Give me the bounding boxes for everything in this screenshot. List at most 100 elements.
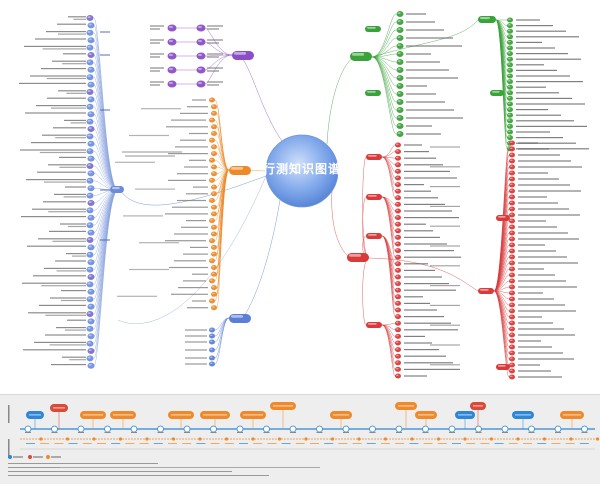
bubble-highlight	[88, 141, 92, 144]
text-line	[30, 75, 86, 77]
text-line	[73, 18, 86, 20]
green-far-node	[507, 135, 513, 141]
node-label-mark	[263, 432, 270, 433]
edge	[493, 290, 510, 378]
pill-text-line	[563, 414, 581, 416]
left-column-node	[87, 214, 95, 221]
text-line	[516, 69, 557, 71]
node-label-mark	[210, 432, 217, 433]
left-column-node	[86, 29, 94, 36]
text-line	[406, 109, 454, 111]
text-line	[51, 107, 86, 109]
text-line	[207, 25, 223, 27]
orange-node	[211, 211, 217, 217]
edge	[93, 47, 119, 191]
text-line	[404, 329, 458, 331]
timeline-orange-dot	[436, 437, 441, 441]
text-line	[177, 173, 208, 175]
bubble-highlight	[88, 201, 92, 204]
bubble-highlight	[209, 98, 213, 101]
text-line	[430, 364, 460, 366]
text-line	[125, 155, 175, 157]
green-far-node	[507, 34, 513, 40]
orange-node	[211, 305, 217, 311]
text-line	[207, 42, 219, 44]
red-far-pill	[496, 364, 510, 370]
text-line	[430, 324, 460, 326]
text-line	[72, 255, 86, 257]
edge	[381, 235, 396, 317]
red-node	[395, 201, 401, 207]
legend-dot	[46, 455, 50, 459]
bubble-highlight	[209, 299, 213, 302]
orange-node	[211, 265, 217, 270]
node-label-mark	[422, 432, 429, 433]
text-line	[404, 302, 430, 304]
text-line	[22, 282, 86, 284]
center-node[interactable]	[265, 134, 339, 208]
orange-node	[209, 117, 215, 123]
bubble-highlight	[509, 363, 513, 366]
red-far-node	[509, 314, 515, 320]
text-line	[100, 54, 110, 56]
text-line	[62, 356, 86, 358]
pill-highlight	[498, 216, 506, 218]
edge-center-leftcolumn	[119, 175, 267, 206]
text-line	[174, 260, 206, 262]
orange-node	[211, 151, 217, 157]
bubble-highlight	[87, 356, 91, 359]
bubble-highlight	[87, 134, 91, 137]
red-sub-pill	[366, 154, 382, 160]
pill-text-line	[113, 414, 133, 416]
red-far-node	[509, 200, 515, 206]
bubble-highlight	[395, 315, 399, 317]
text-line	[59, 156, 86, 158]
text-line	[516, 142, 576, 144]
orange-node	[209, 218, 215, 224]
edge	[93, 39, 119, 191]
orange-node	[211, 131, 217, 136]
orange-node	[211, 104, 217, 110]
text-line	[34, 341, 86, 343]
edge	[495, 19, 508, 150]
sub-item-mark	[537, 443, 547, 444]
red-far-node	[509, 170, 515, 176]
text-line	[66, 92, 86, 94]
bubble-highlight	[507, 68, 511, 71]
pill-text-line	[83, 414, 103, 416]
text-line	[406, 61, 440, 63]
left-column-node	[87, 229, 95, 236]
bubble-highlight	[211, 125, 215, 127]
text-line	[406, 101, 445, 103]
text-line	[67, 319, 86, 321]
timeline-orange-dot	[330, 437, 335, 441]
text-line	[49, 344, 86, 346]
legend-label-mark	[13, 456, 23, 458]
text-line	[60, 223, 86, 225]
left-column-node	[87, 140, 95, 147]
text-line	[55, 260, 86, 262]
timeline-node	[581, 425, 588, 433]
text-line	[207, 70, 219, 72]
sub-item-mark	[210, 443, 220, 444]
red-node	[395, 215, 401, 221]
text-line	[404, 349, 439, 351]
text-line	[39, 151, 86, 154]
bubble-highlight	[209, 158, 213, 161]
pill-highlight	[231, 315, 244, 318]
sub-item-mark	[366, 443, 376, 444]
bubble-highlight	[88, 363, 92, 366]
text-line	[518, 226, 557, 228]
green-node	[396, 67, 404, 73]
orange-node	[211, 231, 217, 237]
bubble-highlight	[395, 156, 399, 159]
text-line	[404, 190, 431, 192]
red-node	[395, 155, 401, 161]
left-column-node	[86, 237, 94, 243]
red-node	[395, 300, 401, 306]
edge	[204, 54, 233, 57]
left-column-node	[87, 333, 95, 340]
edge	[493, 290, 510, 372]
left-column-node	[87, 170, 95, 177]
text-line	[150, 81, 164, 83]
